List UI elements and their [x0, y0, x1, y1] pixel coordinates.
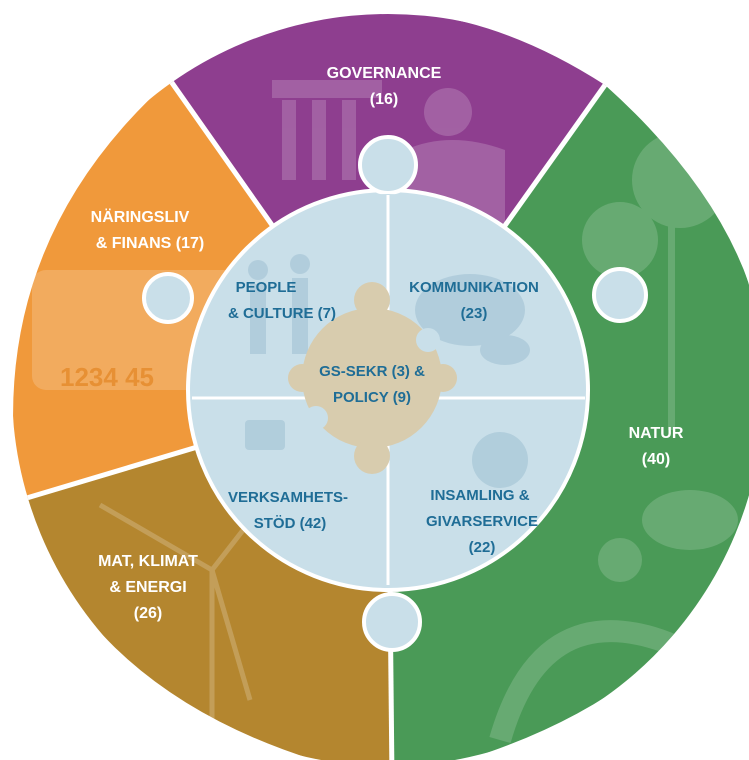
person-icon — [292, 278, 308, 354]
decor-inner — [245, 254, 530, 488]
building-roof-icon — [272, 80, 382, 98]
label-mat-3: (26) — [134, 605, 162, 622]
label-kommunikation-1: KOMMUNIKATION — [409, 279, 539, 296]
label-governance-1: GOVERNANCE — [327, 65, 442, 82]
puzzle-tab-bottom — [362, 592, 422, 652]
inner-labels: PEOPLE & CULTURE (7) KOMMUNIKATION (23) … — [228, 279, 539, 556]
label-insamling-1: INSAMLING & — [430, 487, 529, 504]
center-piece — [288, 282, 457, 474]
label-insamling-2: GIVARSERVICE — [426, 513, 538, 530]
label-mat-2: & ENERGI — [109, 579, 186, 596]
person-icon — [248, 260, 268, 280]
label-naringsliv-1: NÄRINGSLIV — [91, 208, 190, 226]
person-icon — [290, 254, 310, 274]
label-mat-1: MAT, KLIMAT — [98, 553, 198, 570]
label-insamling-3: (22) — [469, 539, 496, 556]
label-governance-2: (16) — [370, 91, 398, 108]
person-head-icon — [424, 88, 472, 136]
center-labels: GS-SEKR (3) & POLICY (9) — [319, 363, 425, 406]
person-icon — [250, 284, 266, 354]
label-people-2: & CULTURE (7) — [228, 305, 336, 322]
column-icon — [312, 100, 326, 180]
elephant-icon — [642, 490, 738, 550]
puzzle-tab-top — [358, 135, 418, 195]
speech-bubble-icon — [480, 335, 530, 365]
outer-labels: GOVERNANCE (16) NATUR (40) MAT, KLIMAT &… — [91, 65, 684, 622]
puzzle-tab-left — [142, 272, 194, 324]
gorilla-icon — [598, 538, 642, 582]
label-naringsliv-2: & FINANS (17) — [96, 235, 204, 252]
card-number: 1234 45 — [60, 362, 154, 392]
label-verksamhet-2: STÖD (42) — [254, 515, 327, 532]
label-natur-1: NATUR — [629, 425, 684, 442]
label-verksamhet-1: VERKSAMHETS- — [228, 489, 348, 506]
label-people-1: PEOPLE — [236, 279, 297, 296]
column-icon — [342, 100, 356, 180]
tree-crown-icon — [582, 202, 658, 278]
handshake-icon — [245, 420, 285, 450]
speech-bubble-icon — [415, 274, 525, 346]
label-center-2: POLICY (9) — [333, 389, 411, 406]
inner-ring — [142, 135, 648, 652]
tree-trunk-icon — [668, 170, 675, 430]
column-icon — [282, 100, 296, 180]
label-center-1: GS-SEKR (3) & — [319, 363, 425, 380]
puzzle-tab-right — [592, 267, 648, 323]
label-kommunikation-2: (23) — [461, 305, 488, 322]
donation-icon — [472, 432, 528, 488]
label-natur-2: (40) — [642, 451, 670, 468]
